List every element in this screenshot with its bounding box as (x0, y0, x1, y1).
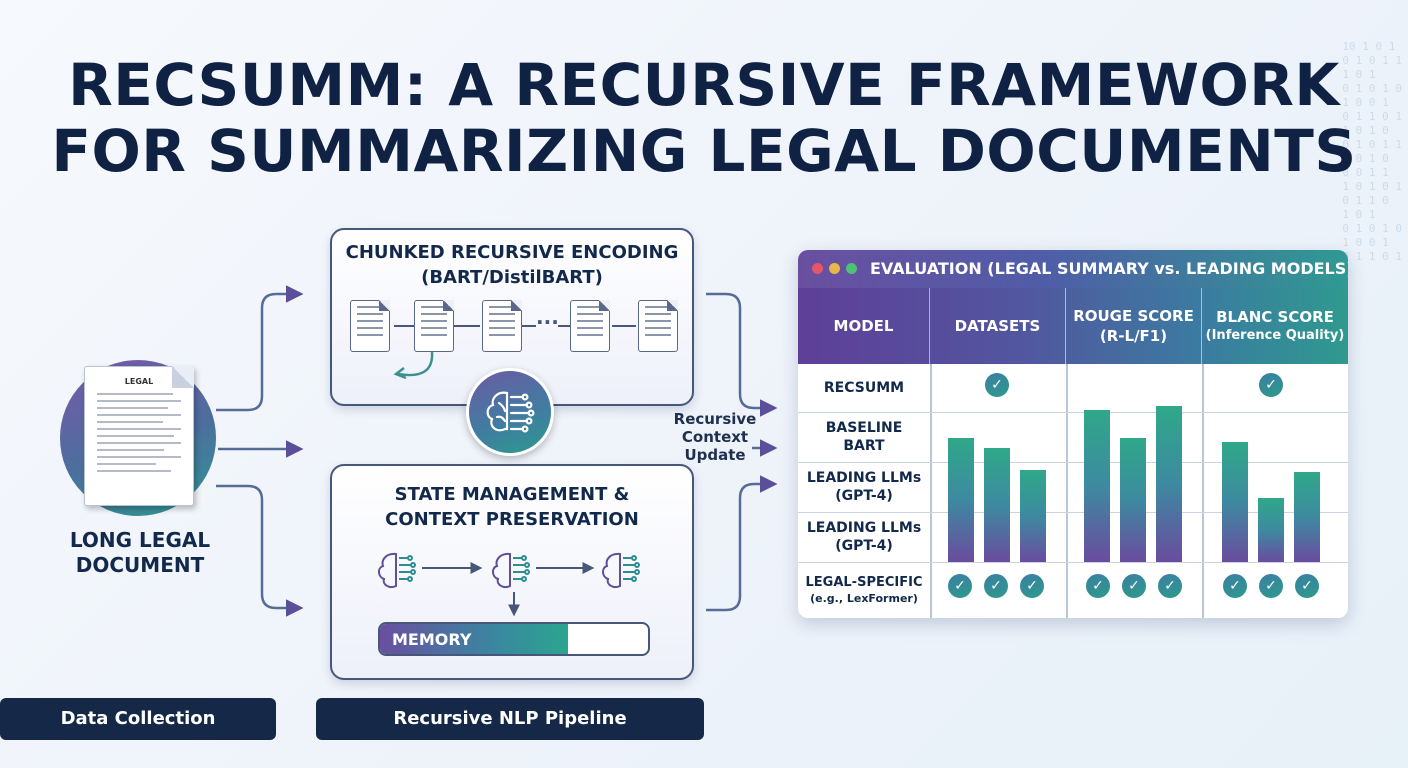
column-header-model: MODEL (798, 288, 930, 364)
chunked-encoding-title-line-1: CHUNKED RECURSIVE ENCODING (345, 242, 679, 263)
document-label-line-1: LONG LEGAL (69, 528, 211, 552)
check-icon: ✓ (1259, 574, 1283, 598)
state-management-title-line-1: STATE MANAGEMENT & (394, 484, 630, 505)
check-icon: ✓ (985, 373, 1009, 397)
check-icon: ✓ (1259, 373, 1283, 397)
state-management-title: STATE MANAGEMENT & CONTEXT PRESERVATION (332, 482, 692, 532)
column-header-rouge: ROUGE SCORE (R-L/F1) (1066, 288, 1202, 364)
check-icon: ✓ (984, 574, 1008, 598)
row-divider (798, 562, 1348, 563)
title-line-1: RECSUMM: A RECURSIVE FRAMEWORK (68, 51, 1340, 119)
window-maximize-dot (846, 263, 857, 274)
recursive-label-line-1: Recursive (673, 410, 757, 428)
state-flow-graphic (377, 552, 640, 617)
brain-icon (601, 552, 640, 589)
brain-icon (491, 552, 530, 589)
check-icon: ✓ (1223, 574, 1247, 598)
document-heading: LEGAL (124, 377, 154, 386)
memory-bar: MEMORY (378, 622, 650, 656)
brain-hub (466, 368, 554, 456)
chunk-document-icon (350, 300, 390, 352)
recursive-label-line-3: Update (684, 446, 746, 464)
recursive-label-line-2: Context (681, 428, 749, 446)
page-fold (172, 366, 194, 388)
column-divider (930, 364, 932, 618)
brain-icon (377, 552, 416, 589)
row-label-legal-specific: LEGAL-SPECIFIC (e.g., LexFormer) (805, 575, 923, 605)
check-icon: ✓ (1295, 574, 1319, 598)
check-icon: ✓ (1086, 574, 1110, 598)
check-icon: ✓ (948, 574, 972, 598)
score-bar (1120, 438, 1146, 562)
row-label-recsumm: RECSUMM (823, 380, 905, 396)
title-line-2: FOR SUMMARIZING LEGAL DOCUMENTS (51, 117, 1357, 185)
row-divider (798, 512, 1348, 513)
chunked-encoding-title-line-2: (BART/DistilBART) (421, 267, 603, 288)
score-bar (1294, 472, 1320, 562)
evaluation-title-bar: EVALUATION (LEGAL SUMMARY vs. LEADING MO… (798, 250, 1348, 288)
check-icon: ✓ (1122, 574, 1146, 598)
chunk-document-icon (414, 300, 454, 352)
window-close-dot (812, 263, 823, 274)
score-bar (1156, 406, 1182, 562)
score-bar (1020, 470, 1046, 562)
recursive-context-update-label: Recursive Context Update (668, 410, 762, 464)
brain-circuit-icon (486, 391, 535, 433)
row-label-leading-llms: LEADING LLMs (GPT-4) (806, 470, 922, 504)
evaluation-title: EVALUATION (LEGAL SUMMARY vs. LEADING MO… (870, 259, 1348, 278)
document-label-line-2: DOCUMENT (75, 553, 205, 577)
nlp-pipeline-stage: Recursive NLP Pipeline (316, 698, 704, 740)
chunked-encoding-title: CHUNKED RECURSIVE ENCODING (BART/DistilB… (332, 240, 692, 290)
chunk-document-icon (570, 300, 610, 352)
document-label: LONG LEGAL DOCUMENT (40, 528, 240, 578)
score-bar (1222, 442, 1248, 562)
row-divider (798, 412, 1348, 413)
chunk-document-icon (638, 300, 678, 352)
window-minimize-dot (829, 263, 840, 274)
memory-label: MEMORY (392, 630, 472, 649)
chunk-document-icon (482, 300, 522, 352)
memory-fill (380, 624, 568, 654)
document-text-lines (97, 393, 181, 477)
row-label-leading-llms: LEADING LLMs (GPT-4) (806, 520, 922, 554)
check-icon: ✓ (1158, 574, 1182, 598)
chunk-connectors (393, 325, 636, 380)
evaluation-panel: EVALUATION (LEGAL SUMMARY vs. LEADING MO… (798, 250, 1348, 618)
data-collection-stage: Data Collection (0, 698, 276, 740)
column-divider (1066, 364, 1068, 618)
row-divider (798, 462, 1348, 463)
row-label-baseline-bart: BASELINE BART (825, 420, 903, 454)
state-management-title-line-2: CONTEXT PRESERVATION (385, 509, 639, 530)
page-title: RECSUMM: A RECURSIVE FRAMEWORK FOR SUMMA… (0, 52, 1408, 184)
score-bar (948, 438, 974, 562)
column-divider (1202, 364, 1204, 618)
column-header-blanc: BLANC SCORE (Inference Quality) (1205, 308, 1345, 343)
score-bar (1084, 410, 1110, 562)
score-bar (1258, 498, 1284, 562)
score-bar (984, 448, 1010, 562)
evaluation-column-headers: MODEL DATASETS ROUGE SCORE (R-L/F1) BLAN… (798, 288, 1348, 364)
legal-document-icon: LEGAL (84, 366, 194, 506)
column-header-datasets: DATASETS (930, 288, 1066, 364)
check-icon: ✓ (1020, 574, 1044, 598)
chunk-ellipsis: ··· (536, 310, 559, 334)
